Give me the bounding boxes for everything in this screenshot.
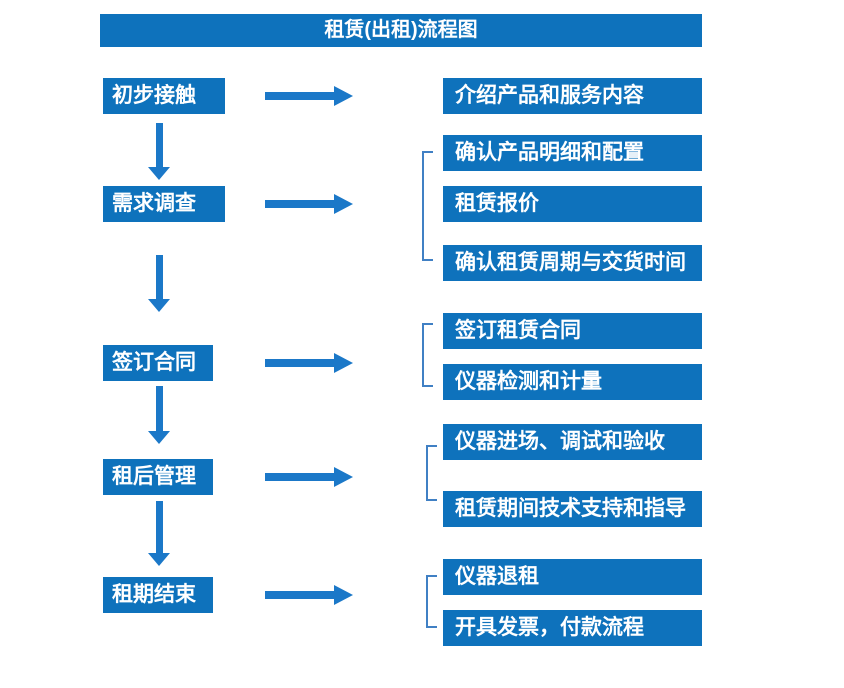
detail-box-rental-quote: 租赁报价	[443, 186, 702, 222]
right-arrow-icon-3	[265, 353, 353, 373]
detail-box-instrument-testing: 仪器检测和计量	[443, 364, 702, 400]
step-box-initial-contact: 初步接触	[103, 78, 225, 114]
group-bracket-demand-survey	[422, 151, 433, 261]
detail-box-instrument-setup-acceptance: 仪器进场、调试和验收	[443, 424, 702, 460]
down-arrow-icon-4	[148, 501, 171, 566]
down-arrow-icon-3	[148, 386, 171, 444]
detail-box-sign-rental-contract: 签订租赁合同	[443, 313, 702, 349]
group-bracket-post-rental	[426, 445, 437, 501]
right-arrow-icon-2	[265, 194, 353, 214]
detail-box-confirm-rental-period: 确认租赁周期与交货时间	[443, 245, 702, 281]
right-arrow-icon-5	[265, 585, 353, 605]
detail-box-introduce-products: 介绍产品和服务内容	[443, 78, 702, 114]
detail-box-invoice-payment: 开具发票，付款流程	[443, 610, 702, 646]
group-bracket-rental-end	[426, 575, 437, 628]
step-box-rental-end: 租期结束	[103, 577, 213, 613]
step-box-post-rental-management: 租后管理	[103, 459, 213, 495]
right-arrow-icon-1	[265, 86, 353, 106]
detail-box-instrument-return: 仪器退租	[443, 559, 702, 595]
diagram-title: 租赁(出租)流程图	[100, 14, 702, 47]
right-arrow-icon-4	[265, 467, 353, 487]
step-box-sign-contract: 签订合同	[103, 345, 213, 381]
down-arrow-icon-1	[148, 123, 171, 180]
group-bracket-sign-contract	[422, 323, 433, 387]
step-box-demand-survey: 需求调查	[103, 186, 225, 222]
down-arrow-icon-2	[148, 255, 171, 312]
detail-box-technical-support: 租赁期间技术支持和指导	[443, 491, 702, 527]
detail-box-confirm-product-details: 确认产品明细和配置	[443, 135, 702, 171]
